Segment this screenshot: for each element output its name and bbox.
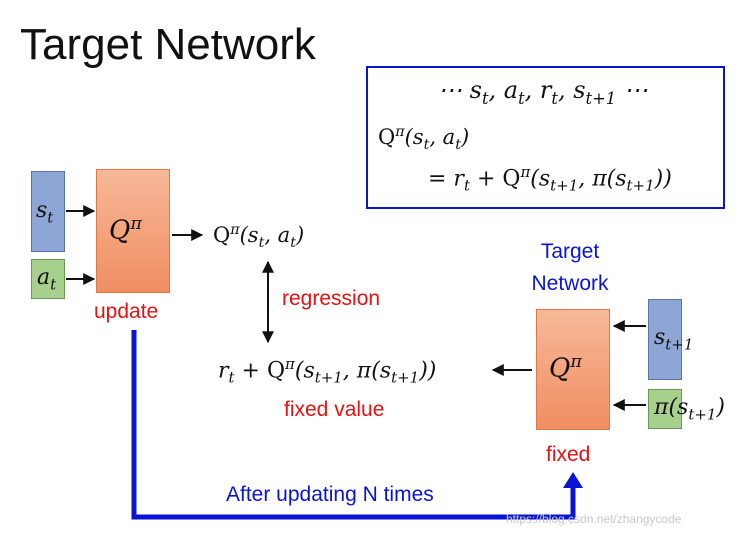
policy-label: π(st+1) [654, 395, 725, 424]
target-network-label-line2: Network [531, 272, 609, 295]
action-label: at [37, 265, 57, 294]
copy-weights-path [131, 330, 576, 520]
after-updating-label: After updating N times [226, 483, 434, 506]
page-title: Target Network [20, 20, 316, 69]
regression-label: regression [282, 287, 381, 310]
fixed-label: fixed [546, 443, 591, 466]
fixed-value-label: fixed value [284, 398, 385, 421]
sequence-formula: ⋯ st, at, rt, st+1 ⋯ [438, 76, 648, 108]
q-value-formula: Qπ(st, at) [378, 124, 470, 154]
q-network-label: Qπ [109, 214, 142, 246]
state-input-box [31, 171, 65, 252]
target-q-network-box [536, 309, 610, 430]
q-output-formula: Qπ(st, at) [213, 222, 305, 252]
target-q-network-label: Qπ [549, 352, 582, 384]
policy-input-box [648, 389, 682, 429]
update-label: update [94, 300, 159, 323]
q-network-box [96, 169, 170, 293]
state-label: st [36, 198, 54, 227]
bellman-target-formula: = rt + Qπ(st+1, π(st+1)) [428, 163, 672, 195]
action-input-box [31, 259, 65, 299]
target-network-label-line1: Target [540, 240, 600, 263]
target-value-formula: rt + Qπ(st+1, π(st+1)) [218, 355, 437, 387]
watermark: https://blog.csdn.net/zhangycode [506, 512, 682, 526]
next-state-label: st+1 [654, 325, 694, 354]
copy-weights-arrowhead [563, 472, 583, 488]
next-state-input-box [648, 299, 682, 380]
equation-box [366, 66, 725, 209]
